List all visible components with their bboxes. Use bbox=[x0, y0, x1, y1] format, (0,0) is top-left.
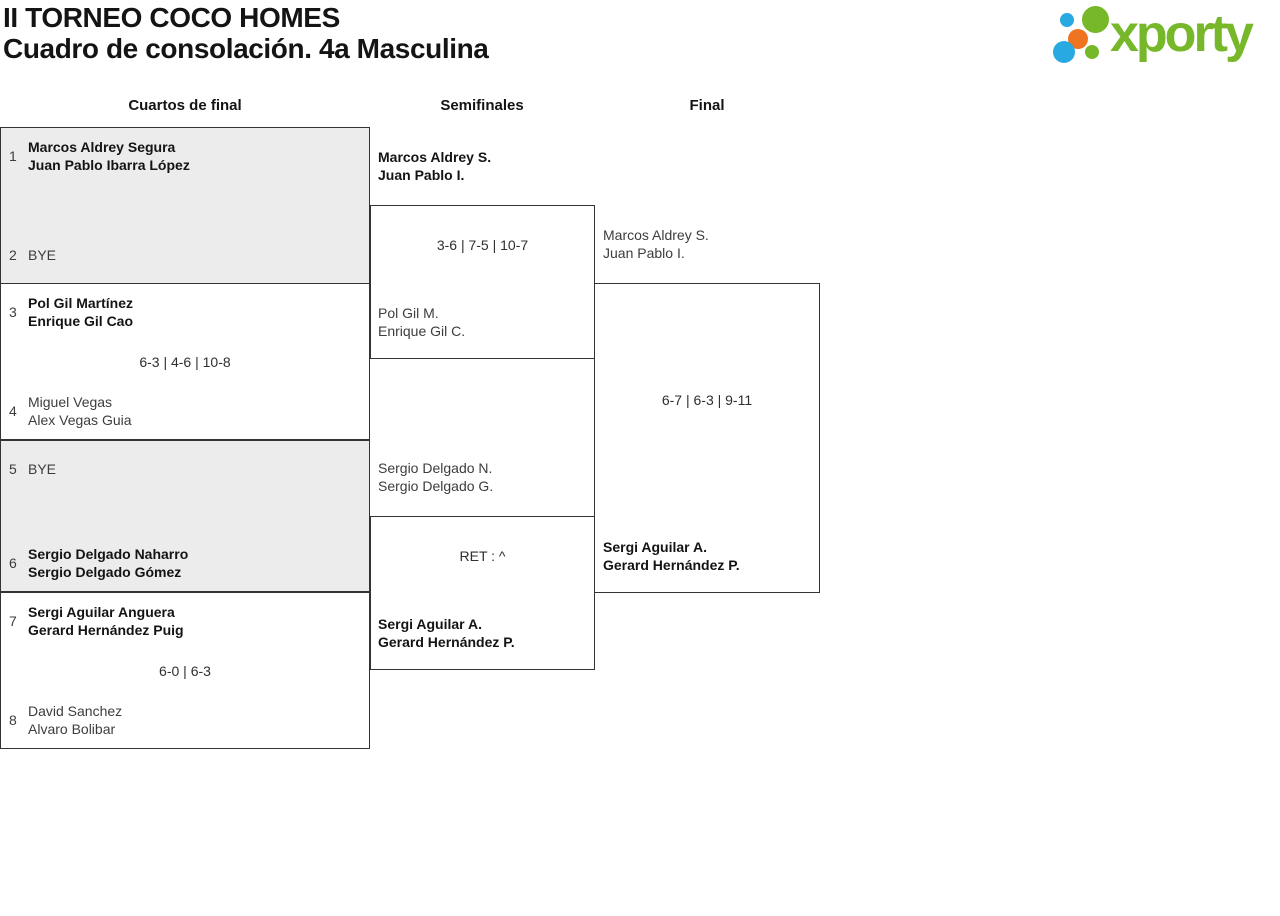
qf-match-3: 5 BYE 6 Sergio Delgado Naharro Sergio De… bbox=[0, 440, 370, 592]
match-slot-top: 1 Marcos Aldrey Segura Juan Pablo Ibarra… bbox=[1, 138, 369, 174]
team-name: BYE bbox=[28, 247, 57, 263]
match-slot-bottom: 2 BYE bbox=[1, 237, 369, 273]
match-slot-bottom: 6 Sergio Delgado Naharro Sergio Delgado … bbox=[1, 545, 369, 581]
match-slot-top: 3 Pol Gil Martínez Enrique Gil Cao bbox=[1, 294, 369, 330]
match-score: 6-7 | 6-3 | 9-11 bbox=[661, 392, 753, 408]
bracket-subtitle: Cuadro de consolación. 4a Masculina bbox=[3, 33, 489, 64]
sf-match-2: Sergio Delgado N. Sergio Delgado G. RET … bbox=[370, 460, 595, 670]
final-match: Marcos Aldrey S. Juan Pablo I. 6-7 | 6-3… bbox=[594, 227, 820, 593]
seed-number: 3 bbox=[9, 304, 17, 320]
team-name[interactable]: Sergio Delgado Naharro Sergio Delgado Gó… bbox=[28, 546, 189, 580]
seed-number: 4 bbox=[9, 403, 17, 419]
seed-number: 5 bbox=[9, 461, 17, 477]
team-name[interactable]: Sergio Delgado N. Sergio Delgado G. bbox=[378, 460, 494, 494]
match-score: 3-6 | 7-5 | 10-7 bbox=[436, 237, 529, 253]
logo-wordmark: xporty bbox=[1110, 5, 1254, 63]
seed-number: 2 bbox=[9, 247, 17, 263]
logo-dot-icon bbox=[1068, 29, 1088, 49]
team-name[interactable]: David Sanchez Alvaro Bolibar bbox=[28, 703, 123, 737]
team-name: BYE bbox=[28, 461, 57, 477]
team-name[interactable]: Marcos Aldrey Segura Juan Pablo Ibarra L… bbox=[28, 139, 190, 173]
match-score: RET : ^ bbox=[459, 548, 506, 564]
round-header-final: Final bbox=[689, 97, 725, 114]
logo-dot-icon bbox=[1053, 41, 1075, 63]
match-slot-top: 5 BYE bbox=[1, 451, 369, 487]
team-name[interactable]: Pol Gil M. Enrique Gil C. bbox=[378, 305, 466, 339]
round-header-semifinals: Semifinales bbox=[440, 97, 524, 114]
team-name[interactable]: Marcos Aldrey S. Juan Pablo I. bbox=[378, 149, 492, 183]
team-name[interactable]: Miguel Vegas Alex Vegas Guia bbox=[28, 394, 132, 428]
seed-number: 8 bbox=[9, 712, 17, 728]
qf-match-1: 1 Marcos Aldrey Segura Juan Pablo Ibarra… bbox=[0, 127, 370, 284]
match-score: 6-0 | 6-3 bbox=[159, 662, 211, 679]
sf-match-1: Marcos Aldrey S. Juan Pablo I. 3-6 | 7-5… bbox=[370, 149, 595, 359]
logo-dot-icon bbox=[1085, 45, 1099, 59]
team-name[interactable]: Sergi Aguilar Anguera Gerard Hernández P… bbox=[28, 604, 184, 638]
qf-match-4: 7 Sergi Aguilar Anguera Gerard Hernández… bbox=[0, 592, 370, 749]
round-header-quarterfinals: Cuartos de final bbox=[128, 97, 242, 114]
seed-number: 7 bbox=[9, 613, 17, 629]
team-name[interactable]: Sergi Aguilar A. Gerard Hernández P. bbox=[378, 616, 515, 650]
tournament-title: II TORNEO COCO HOMES bbox=[3, 2, 340, 33]
logo-dot-icon bbox=[1082, 6, 1109, 33]
match-slot-top: 7 Sergi Aguilar Anguera Gerard Hernández… bbox=[1, 603, 369, 639]
match-slot-bottom: 4 Miguel Vegas Alex Vegas Guia bbox=[1, 393, 369, 429]
logo-dot-icon bbox=[1060, 13, 1074, 27]
seed-number: 6 bbox=[9, 555, 17, 571]
qf-match-2: 3 Pol Gil Martínez Enrique Gil Cao 6-3 |… bbox=[0, 283, 370, 440]
page-title: II TORNEO COCO HOMES Cuadro de consolaci… bbox=[3, 2, 489, 64]
seed-number: 1 bbox=[9, 148, 17, 164]
match-slot-bottom: 8 David Sanchez Alvaro Bolibar bbox=[1, 702, 369, 738]
match-score: 6-3 | 4-6 | 10-8 bbox=[139, 353, 231, 370]
team-name[interactable]: Marcos Aldrey S. Juan Pablo I. bbox=[603, 227, 709, 261]
team-name[interactable]: Pol Gil Martínez Enrique Gil Cao bbox=[28, 295, 134, 329]
team-name[interactable]: Sergi Aguilar A. Gerard Hernández P. bbox=[603, 539, 740, 573]
